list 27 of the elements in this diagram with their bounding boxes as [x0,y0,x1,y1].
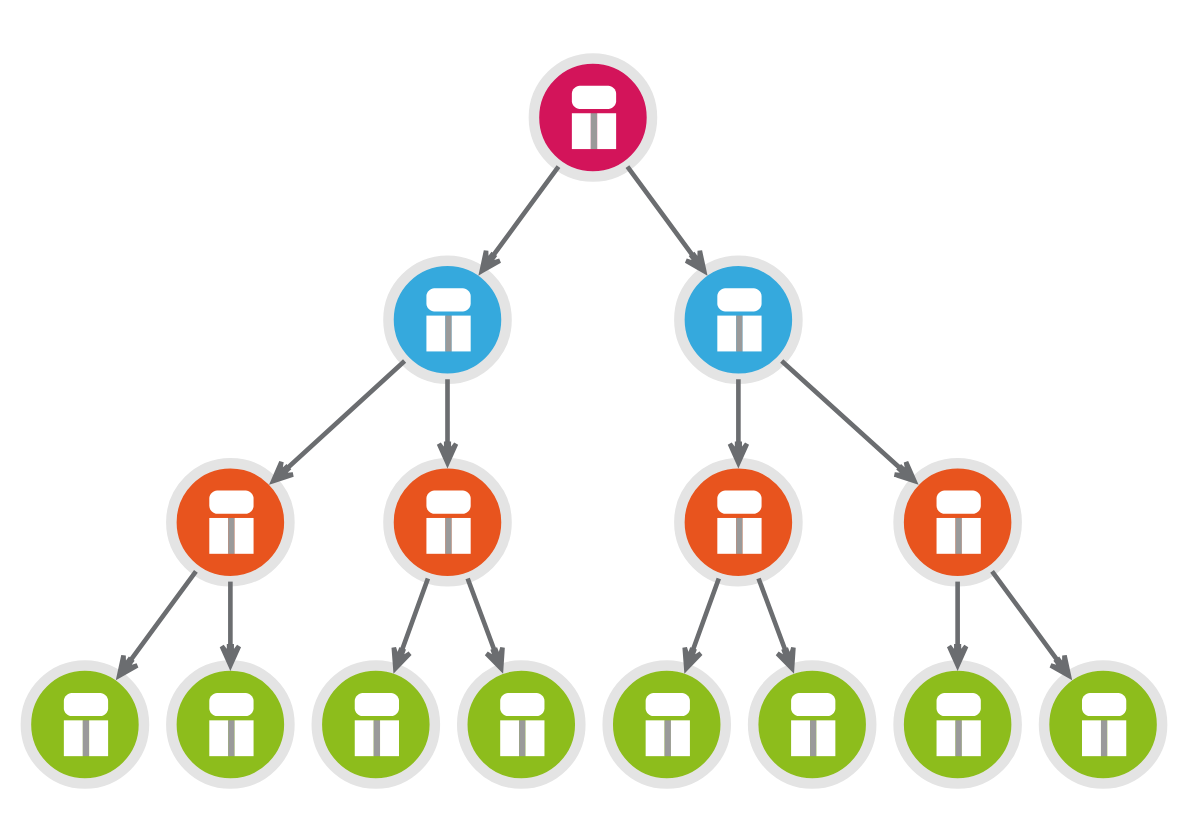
node-person [893,659,1022,788]
arrow [465,576,505,670]
arrow [946,580,969,667]
node-person [674,456,803,586]
node-person [457,659,586,788]
arrow [219,580,242,667]
node-person [747,659,877,788]
arrow [270,358,407,483]
arrow [625,164,707,273]
node-person [602,659,731,788]
arrow [780,358,917,483]
node-person [166,659,295,788]
arrow [116,568,198,678]
node-person [20,659,150,788]
node-person [528,52,658,181]
arrow [436,378,459,465]
node-person [311,659,441,788]
node-person [674,254,803,384]
node-person [1038,659,1168,788]
arrow [756,576,796,670]
arrow [727,378,750,465]
arrow [990,568,1072,678]
node-person [383,254,512,384]
node-person [383,456,512,586]
arrow [391,576,431,670]
arrow [682,576,721,670]
arrow [479,164,561,273]
